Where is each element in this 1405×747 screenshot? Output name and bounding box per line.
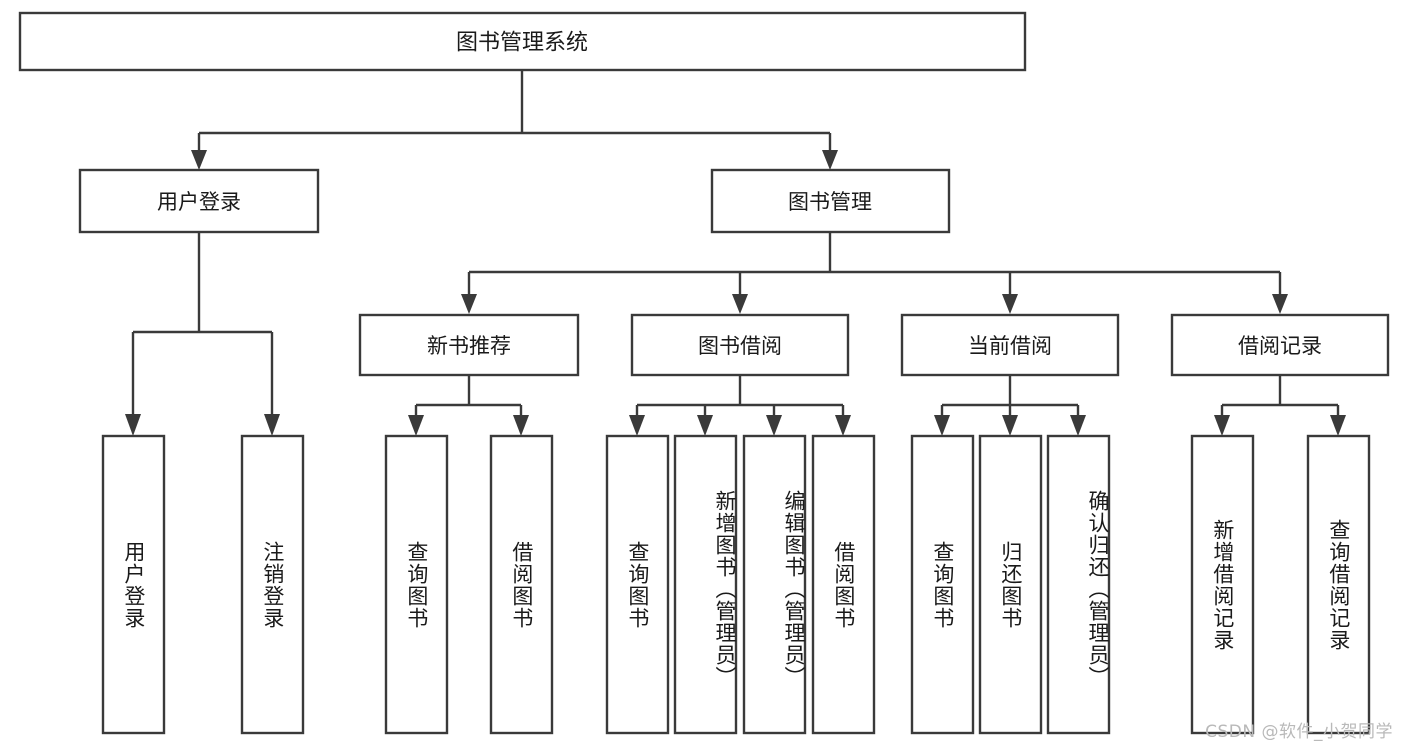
leaf-box-user-login-logout[interactable] — [240, 434, 305, 735]
node-root-label: 图书管理系统 — [456, 31, 588, 56]
watermark-text: CSDN @软件_小贺同学 — [1205, 722, 1393, 742]
leaf-box-user-login-login[interactable] — [101, 434, 166, 735]
node-book-borrow[interactable]: 图书借阅 — [630, 313, 850, 377]
leaf-box-current-confirm[interactable] — [1046, 434, 1111, 735]
arrow-head-icon — [1002, 415, 1018, 436]
leaf-box-borrow-lend[interactable] — [811, 434, 876, 735]
node-new-book-recommend[interactable]: 新书推荐 — [358, 313, 580, 377]
arrow-head-icon — [1272, 294, 1288, 314]
leaf-box-current-query[interactable] — [910, 434, 975, 735]
arrow-head-icon — [629, 415, 645, 436]
arrow-head-icon — [125, 414, 141, 436]
node-current-borrow[interactable]: 当前借阅 — [900, 313, 1120, 377]
node-current-borrow-label: 当前借阅 — [968, 334, 1052, 358]
arrow-head-icon — [513, 415, 529, 436]
connector-borrowbook-to-leaves — [629, 375, 851, 436]
connector-userlogin-to-leaves — [125, 232, 280, 436]
leaf-box-borrow-query[interactable] — [605, 434, 670, 735]
arrow-head-icon — [264, 414, 280, 436]
node-user-login-label: 用户登录 — [157, 190, 241, 214]
connector-currentborrow-to-leaves — [934, 375, 1086, 436]
connector-borrowrecord-to-leaves — [1214, 375, 1346, 436]
leaf-box-borrow-edit[interactable] — [742, 434, 807, 735]
node-borrow-record-label: 借阅记录 — [1238, 334, 1322, 358]
arrow-head-icon — [191, 150, 207, 170]
node-new-book-recommend-label: 新书推荐 — [427, 334, 511, 358]
leaf-box-current-return[interactable] — [978, 434, 1043, 735]
node-user-login[interactable]: 用户登录 — [78, 168, 320, 234]
node-borrow-record[interactable]: 借阅记录 — [1170, 313, 1390, 377]
arrow-head-icon — [1070, 415, 1086, 436]
node-root-system[interactable]: 图书管理系统 — [18, 11, 1027, 72]
arrow-head-icon — [934, 415, 950, 436]
arrow-head-icon — [697, 415, 713, 436]
leaf-box-newbook-borrow[interactable] — [489, 434, 554, 735]
leaf-box-borrow-add[interactable] — [673, 434, 738, 735]
leaf-box-newbook-query[interactable] — [384, 434, 449, 735]
arrow-head-icon — [835, 415, 851, 436]
connector-bookmgmt-to-level2 — [461, 232, 1288, 314]
arrow-head-icon — [461, 294, 477, 314]
connector-root-to-level1 — [191, 70, 838, 170]
connector-newbook-to-leaves — [408, 375, 529, 436]
arrow-head-icon — [822, 150, 838, 170]
arrow-head-icon — [766, 415, 782, 436]
arrow-head-icon — [408, 415, 424, 436]
node-book-management[interactable]: 图书管理 — [710, 168, 951, 234]
leaf-box-record-query[interactable] — [1306, 434, 1371, 735]
arrow-head-icon — [1330, 415, 1346, 436]
arrow-head-icon — [1002, 294, 1018, 314]
arrow-head-icon — [1214, 415, 1230, 436]
leaf-box-record-add[interactable] — [1190, 434, 1255, 735]
node-book-borrow-label: 图书借阅 — [698, 334, 782, 358]
arrow-head-icon — [732, 294, 748, 314]
node-book-management-label: 图书管理 — [788, 190, 872, 214]
